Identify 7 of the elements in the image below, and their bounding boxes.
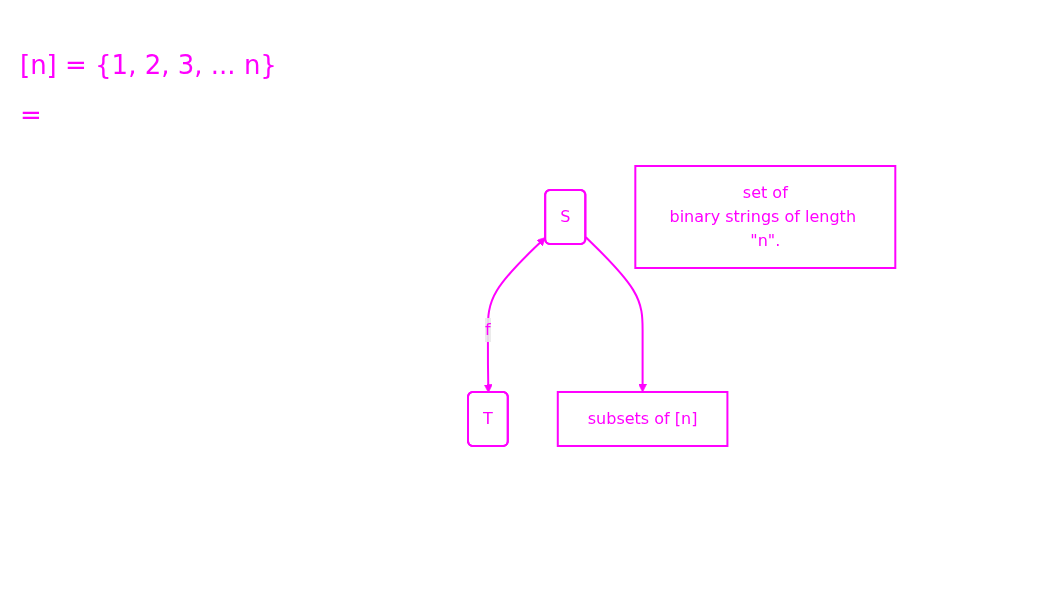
arrow xyxy=(585,235,648,392)
note-text: = xyxy=(20,100,43,130)
edge-label: f xyxy=(485,319,492,339)
note-text: [n] = {1, 2, 3, ... n} xyxy=(20,50,278,80)
node-box: subsets of [n] xyxy=(557,390,729,447)
arrow xyxy=(484,236,547,393)
node-box: set of binary strings of length "n". xyxy=(634,164,897,269)
